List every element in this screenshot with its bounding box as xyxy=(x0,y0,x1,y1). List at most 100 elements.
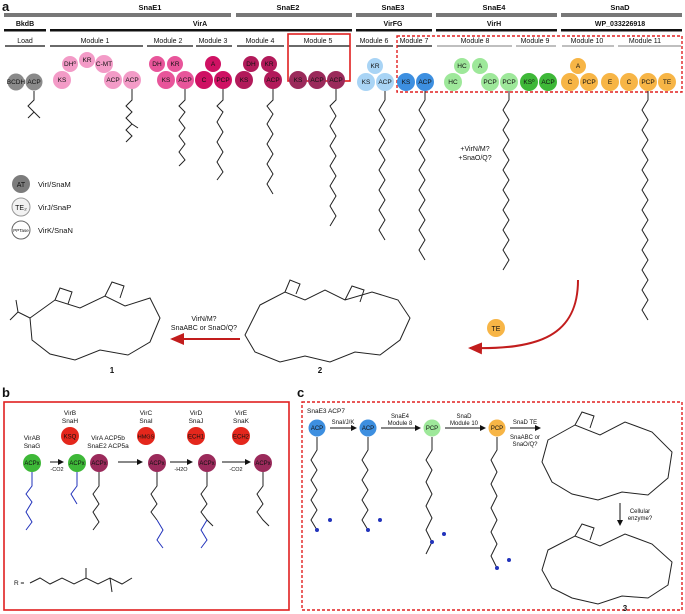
svg-text:SnaK: SnaK xyxy=(233,418,250,425)
protein-label: SnaE2 xyxy=(277,3,300,12)
protein-header-snae3: SnaE3 xyxy=(356,3,432,17)
svg-text:BCDH: BCDH xyxy=(7,79,26,86)
svg-text:ACP: ACP xyxy=(178,77,191,84)
svg-text:HC: HC xyxy=(457,63,467,70)
svg-text:SnaI/J/K: SnaI/J/K xyxy=(332,420,355,426)
module-label: Module 2 xyxy=(154,38,183,45)
module-label: Load xyxy=(17,38,33,45)
svg-text:ACP: ACP xyxy=(541,79,554,86)
svg-text:Module 10: Module 10 xyxy=(450,421,479,427)
svg-text:A: A xyxy=(576,63,581,70)
svg-text:KS⁰: KS⁰ xyxy=(523,78,535,86)
protein-header-snae2: SnaE2 xyxy=(236,3,352,17)
svg-text:HC: HC xyxy=(448,79,458,86)
svg-text:SnaE2 ACP5a: SnaE2 ACP5a xyxy=(87,443,129,450)
panel-c-chains xyxy=(310,437,498,569)
svg-text:SnaI: SnaI xyxy=(139,418,153,425)
r-group-structure xyxy=(29,568,133,593)
svg-text:TE: TE xyxy=(663,79,672,86)
snao-annotation: +SnaO/Q? xyxy=(458,155,491,162)
svg-text:KS: KS xyxy=(240,77,249,84)
svg-text:VirA ACP5b: VirA ACP5b xyxy=(91,435,125,442)
svg-text:PCP: PCP xyxy=(502,79,515,86)
enzyme-legend: AT VirI/SnaM TE₂ VirJ/SnaP PPTase VirK/S… xyxy=(11,175,73,240)
svg-text:ACP: ACP xyxy=(362,426,374,432)
svg-text:ACP: ACP xyxy=(266,77,279,84)
legend-text: VirJ/SnaP xyxy=(38,203,71,212)
module-label: Module 9 xyxy=(521,38,550,45)
panel-c-letter: c xyxy=(297,385,304,400)
protein-label: SnaE3 xyxy=(382,3,405,12)
legend-text: VirK/SnaN xyxy=(38,226,73,235)
svg-text:ACP: ACP xyxy=(418,79,431,86)
svg-text:KS: KS xyxy=(294,77,303,84)
svg-text:SnaD: SnaD xyxy=(456,414,472,420)
svg-text:SnaH: SnaH xyxy=(62,418,79,425)
subgroup-label: WP_033226918 xyxy=(595,21,645,28)
svg-text:ACPx: ACPx xyxy=(199,461,214,467)
svg-text:VirD: VirD xyxy=(190,410,203,417)
panel-c-box xyxy=(301,401,683,611)
svg-text:VirB: VirB xyxy=(64,410,76,417)
svg-text:VirC: VirC xyxy=(140,410,153,417)
panel-c-arrows: SnaI/J/K SnaE4 Module 8 SnaD Module 10 S… xyxy=(330,414,541,448)
svg-text:ACPx: ACPx xyxy=(149,461,164,467)
panel-b-steps: VirAB SnaG VirB SnaH VirC SnaI VirD SnaJ… xyxy=(23,410,272,473)
module-labels: Load Module 1 Module 2 Module 3 Module 4… xyxy=(5,38,681,47)
svg-text:-H2O: -H2O xyxy=(174,467,188,473)
svg-text:KS: KS xyxy=(58,77,67,84)
svg-text:-CO2: -CO2 xyxy=(50,467,63,473)
module-label: Module 6 xyxy=(360,38,389,45)
svg-text:PCP: PCP xyxy=(483,79,496,86)
svg-text:VirN/M?: VirN/M? xyxy=(191,316,216,323)
module-label: Module 5 xyxy=(304,38,333,45)
svg-text:C: C xyxy=(202,77,207,84)
svg-text:DH: DH xyxy=(246,61,256,68)
protein-header-snad: SnaD xyxy=(561,3,682,17)
r-definition: R = xyxy=(14,580,25,587)
svg-text:TE: TE xyxy=(492,326,501,333)
protein-header-snae1: SnaE1 xyxy=(4,3,231,17)
compound-1-label: 1 xyxy=(110,366,115,375)
svg-text:ACP: ACP xyxy=(310,77,323,84)
svg-text:ECH1: ECH1 xyxy=(188,435,205,441)
svg-text:PCP: PCP xyxy=(582,79,595,86)
subgroup-label: VirH xyxy=(487,21,501,28)
conversion-arrow: VirN/M? SnaABC or SnaO/Q? xyxy=(170,316,240,345)
svg-text:C-MT: C-MT xyxy=(96,61,112,68)
svg-text:KS: KS xyxy=(162,77,171,84)
dotted-highlight-box xyxy=(396,35,683,93)
svg-text:DH: DH xyxy=(152,61,162,68)
legend-item-te2: TE₂ VirJ/SnaP xyxy=(11,197,71,217)
macrocycle-pre-3 xyxy=(541,411,673,501)
svg-text:C: C xyxy=(568,79,573,86)
svg-text:ACP: ACP xyxy=(311,426,323,432)
cellular-enzyme-label-2: enzyme? xyxy=(628,516,653,522)
subgroup-headers: BkdB VirA VirFG VirH WP_033226918 xyxy=(4,21,682,32)
svg-text:HMGS: HMGS xyxy=(138,435,155,441)
svg-text:-CO2: -CO2 xyxy=(229,467,242,473)
svg-text:SnaABC or SnaO/Q?: SnaABC or SnaO/Q? xyxy=(171,325,237,332)
svg-text:ACPx: ACPx xyxy=(24,461,39,467)
svg-text:VirAB: VirAB xyxy=(24,435,41,442)
module-label: Module 10 xyxy=(571,38,604,45)
macrocycle-2 xyxy=(244,279,411,363)
svg-text:PCP: PCP xyxy=(491,426,503,432)
svg-text:TE₂: TE₂ xyxy=(15,205,27,212)
panel-b-chains xyxy=(25,472,270,549)
module-label: Module 11 xyxy=(629,38,661,45)
panel-b-box xyxy=(3,401,290,611)
svg-text:KR: KR xyxy=(370,63,379,70)
svg-text:PCP: PCP xyxy=(641,79,654,86)
protein-header-snae4: SnaE4 xyxy=(436,3,557,17)
svg-text:KSQ: KSQ xyxy=(64,435,77,441)
svg-text:ACP: ACP xyxy=(329,77,342,84)
svg-text:C: C xyxy=(627,79,632,86)
panel-c-carriers: ACP ACP PCP PCP xyxy=(308,419,506,437)
svg-text:PPTase: PPTase xyxy=(13,228,29,233)
module-label: Module 4 xyxy=(246,38,275,45)
compound-3-structure xyxy=(541,523,673,605)
domain-row: BCDH ACP KS DH⁰ KR C-MT ACP ACP DH KR KS… xyxy=(7,52,676,91)
svg-text:ACP: ACP xyxy=(27,79,40,86)
svg-text:SnaJ: SnaJ xyxy=(189,418,204,425)
